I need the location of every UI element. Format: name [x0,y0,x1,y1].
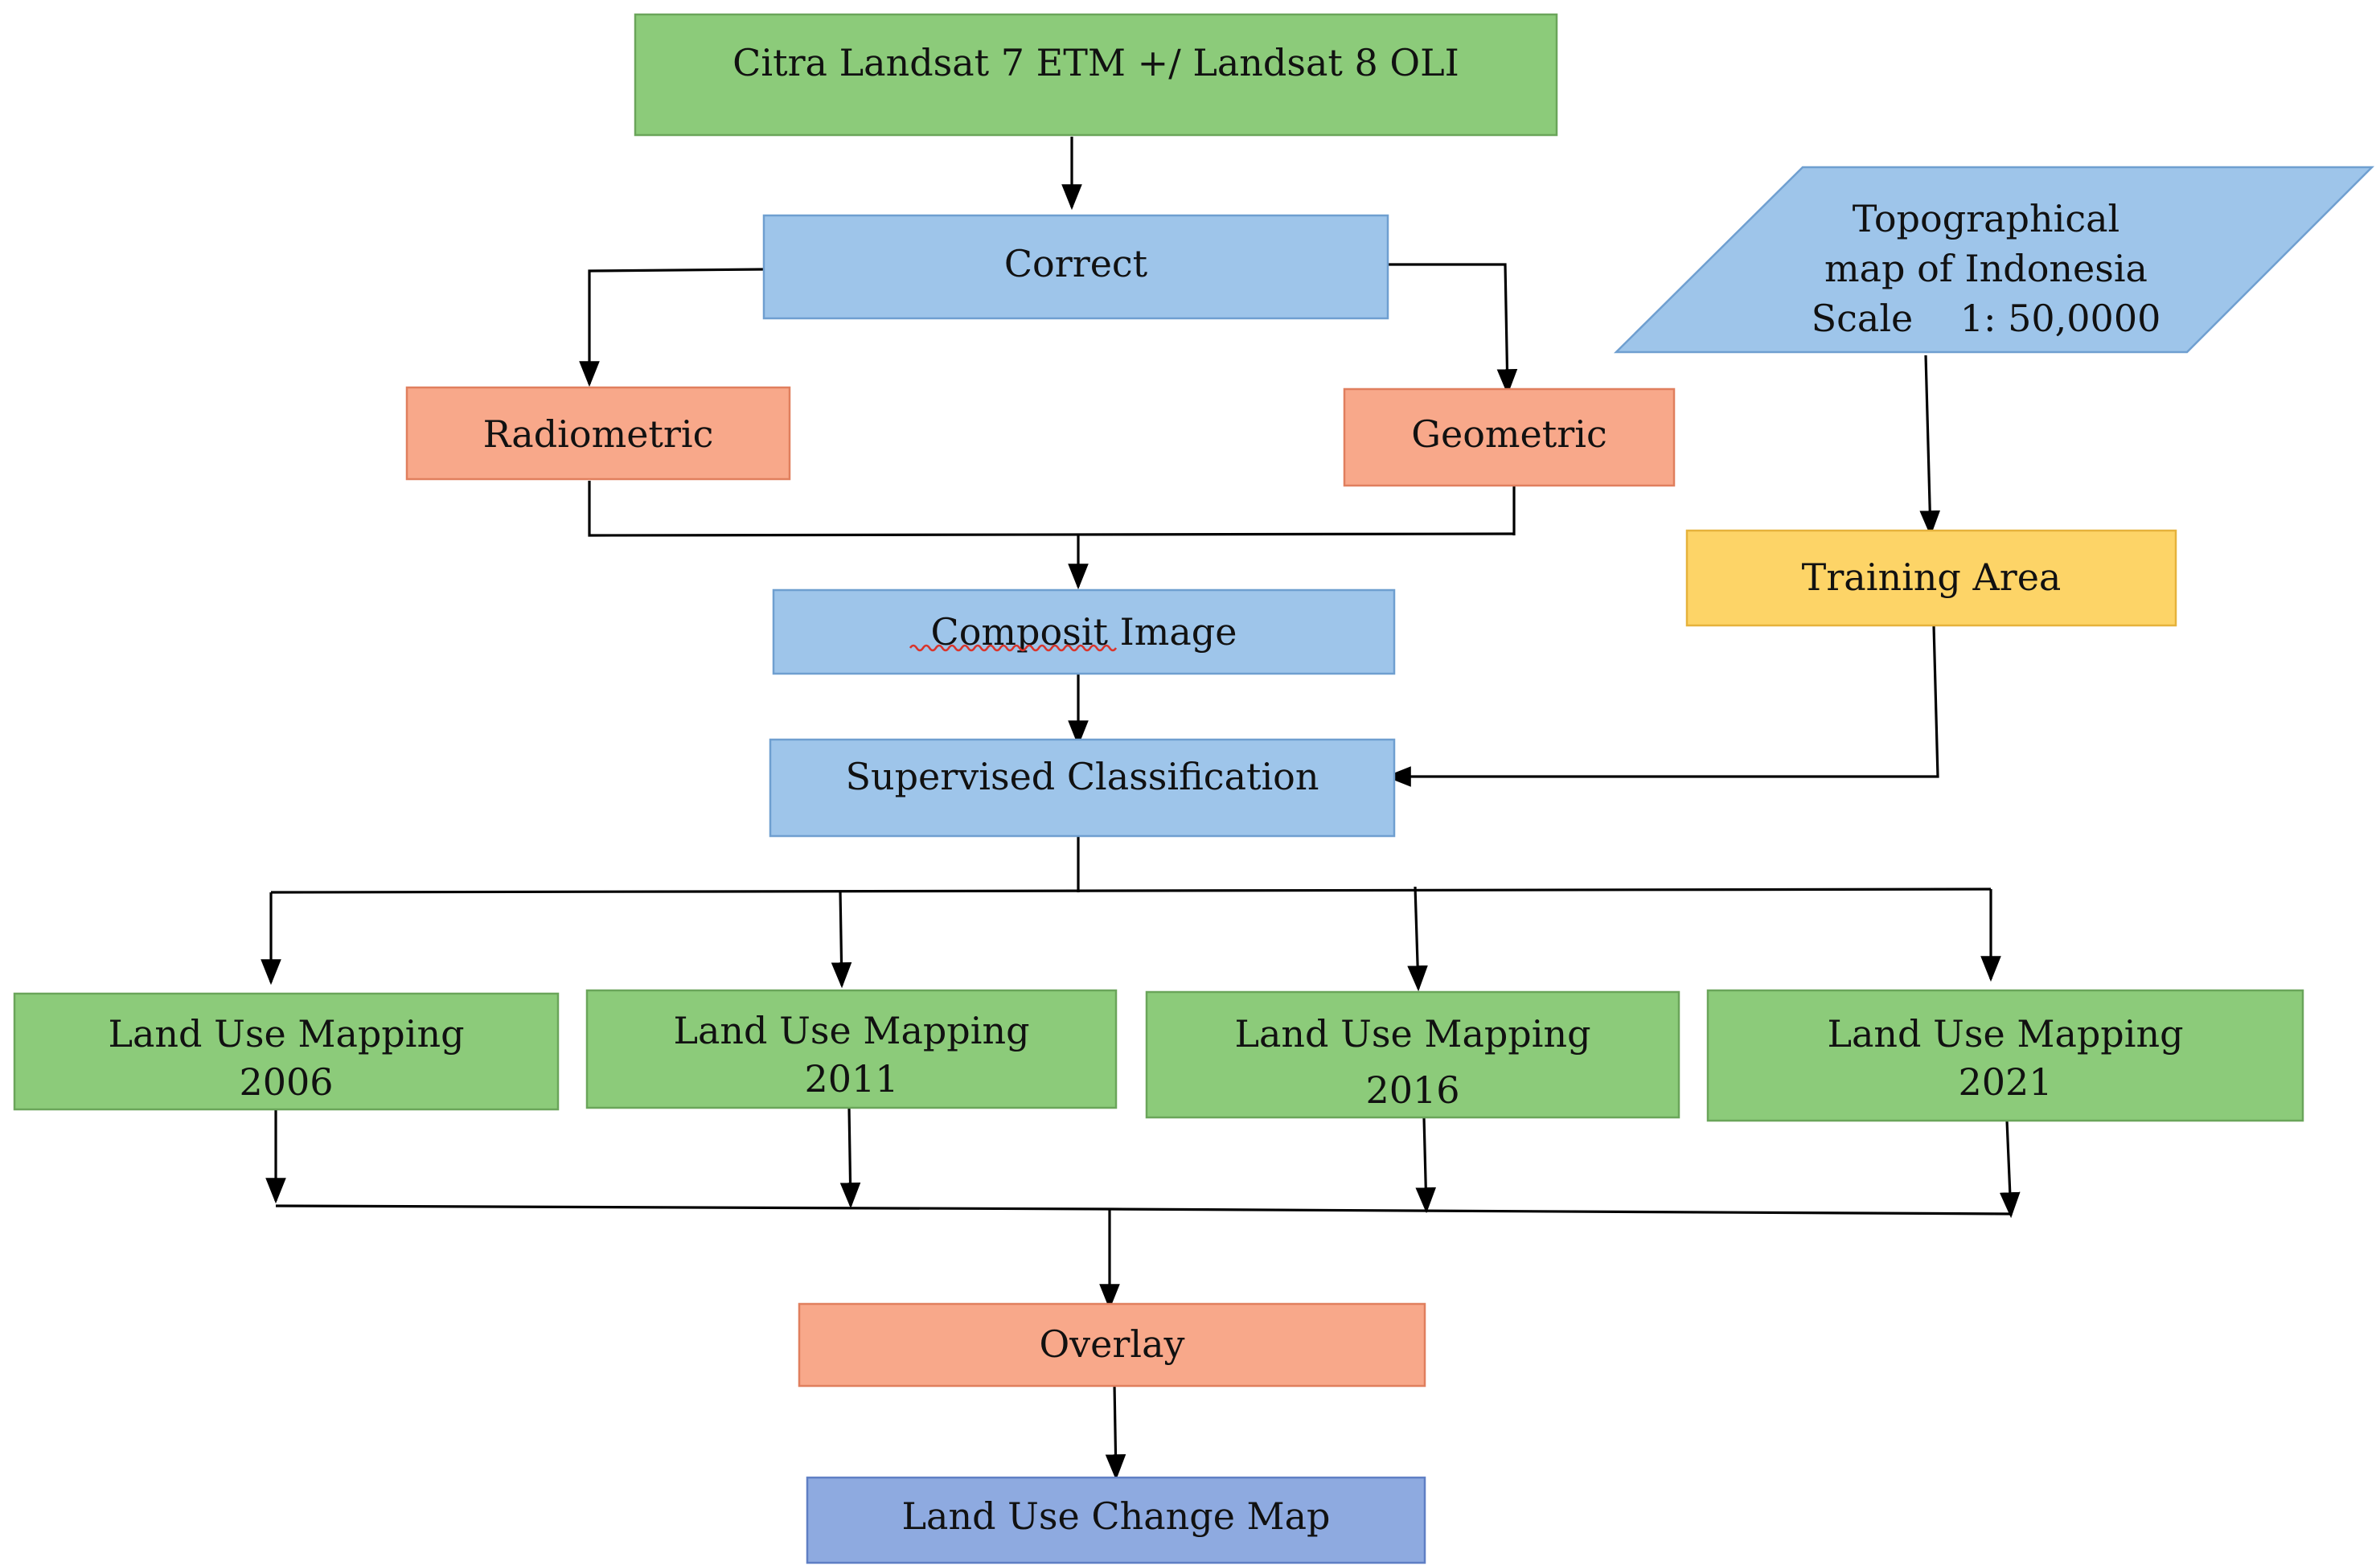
correct-shape [762,214,1389,320]
node-geometric: Geometric [1343,387,1676,487]
arrow-training-to-supervised [1385,625,1939,787]
arrow-lu2016-to-merge [1415,1117,1437,1214]
topo-label-line-1: Topographical [1853,197,2120,240]
landsat-label-line-1: Citra Landsat 7 ETM +/ Landsat 8 OLI [732,41,1459,84]
lu2016-shape [1145,990,1680,1119]
lu2016-label-line-2: 2016 [1365,1068,1459,1112]
node-overlay: Overlay [798,1302,1426,1388]
node-training-area: Training Area [1685,529,2177,627]
lu2021-label-line-1: Land Use Mapping [1827,1012,2183,1056]
node-composit-image: Composit Image [772,588,1396,675]
landsat-shape [634,13,1558,137]
lu2006-label-line-2: 2006 [239,1060,333,1104]
lu2016-label-line-1: Land Use Mapping [1234,1012,1590,1056]
lu2011-label-line-1: Land Use Mapping [673,1009,1029,1052]
change-label-line-1: Land Use Change Map [901,1494,1330,1538]
node-correct: Correct [762,214,1389,320]
overlay-label-line-1: Overlay [1039,1322,1184,1366]
node-land-use-mapping-2016: Land Use Mapping 2016 [1145,990,1680,1119]
lu2006-label-line-1: Land Use Mapping [108,1012,464,1056]
overlay-shape [798,1302,1426,1388]
spellcheck-underline [909,644,1118,652]
line-merge-horizontal [275,1204,2012,1215]
line-radiometric-to-merge [588,481,1515,537]
geometric-shape [1343,387,1676,487]
topo-label-line-3: Scale 1: 50,0000 [1812,297,2161,340]
training-label-line-1: Training Area [1802,555,2062,599]
supervised-label-line-1: Supervised Classification [845,755,1319,798]
arrow-split-to-lu2016 [1407,886,1428,992]
arrow-correct-to-radiometric [579,268,765,387]
lu2011-shape [585,989,1118,1109]
topo-shape [1613,166,2375,354]
geometric-label-line-1: Geometric [1411,412,1606,456]
lu2011-label-line-2: 2011 [804,1057,898,1101]
arrow-split-to-lu2011 [831,890,852,989]
training-shape [1685,529,2177,627]
composit-shape [772,588,1396,675]
arrow-overlay-to-change [1105,1384,1126,1481]
lu2021-label-line-2: 2021 [1958,1060,2052,1104]
radiometric-label-line-1: Radiometric [483,412,714,456]
topo-label-line-2: map of Indonesia [1824,247,2148,290]
node-land-use-mapping-2011: Land Use Mapping 2011 [585,989,1118,1109]
node-supervised-classification: Supervised Classification [769,738,1396,838]
radiometric-shape [405,386,791,481]
correct-label-line-1: Correct [1004,242,1148,285]
arrow-correct-to-geometric [1381,263,1518,396]
node-landsat-imagery: Citra Landsat 7 ETM +/ Landsat 8 OLI [634,13,1558,137]
node-radiometric: Radiometric [405,386,791,481]
line-split-horizontal [270,888,1992,894]
lu2006-shape [13,992,560,1111]
arrow-topo-to-training [1919,355,1941,537]
supervised-shape [769,738,1396,838]
arrow-lu2021-to-merge [1999,1120,2021,1219]
change-shape [806,1476,1426,1564]
lu2021-shape [1706,989,2304,1122]
arrow-lu2011-to-merge [839,1107,861,1209]
node-land-use-change-map: Land Use Change Map [806,1476,1426,1564]
connectors [261,137,2021,1481]
